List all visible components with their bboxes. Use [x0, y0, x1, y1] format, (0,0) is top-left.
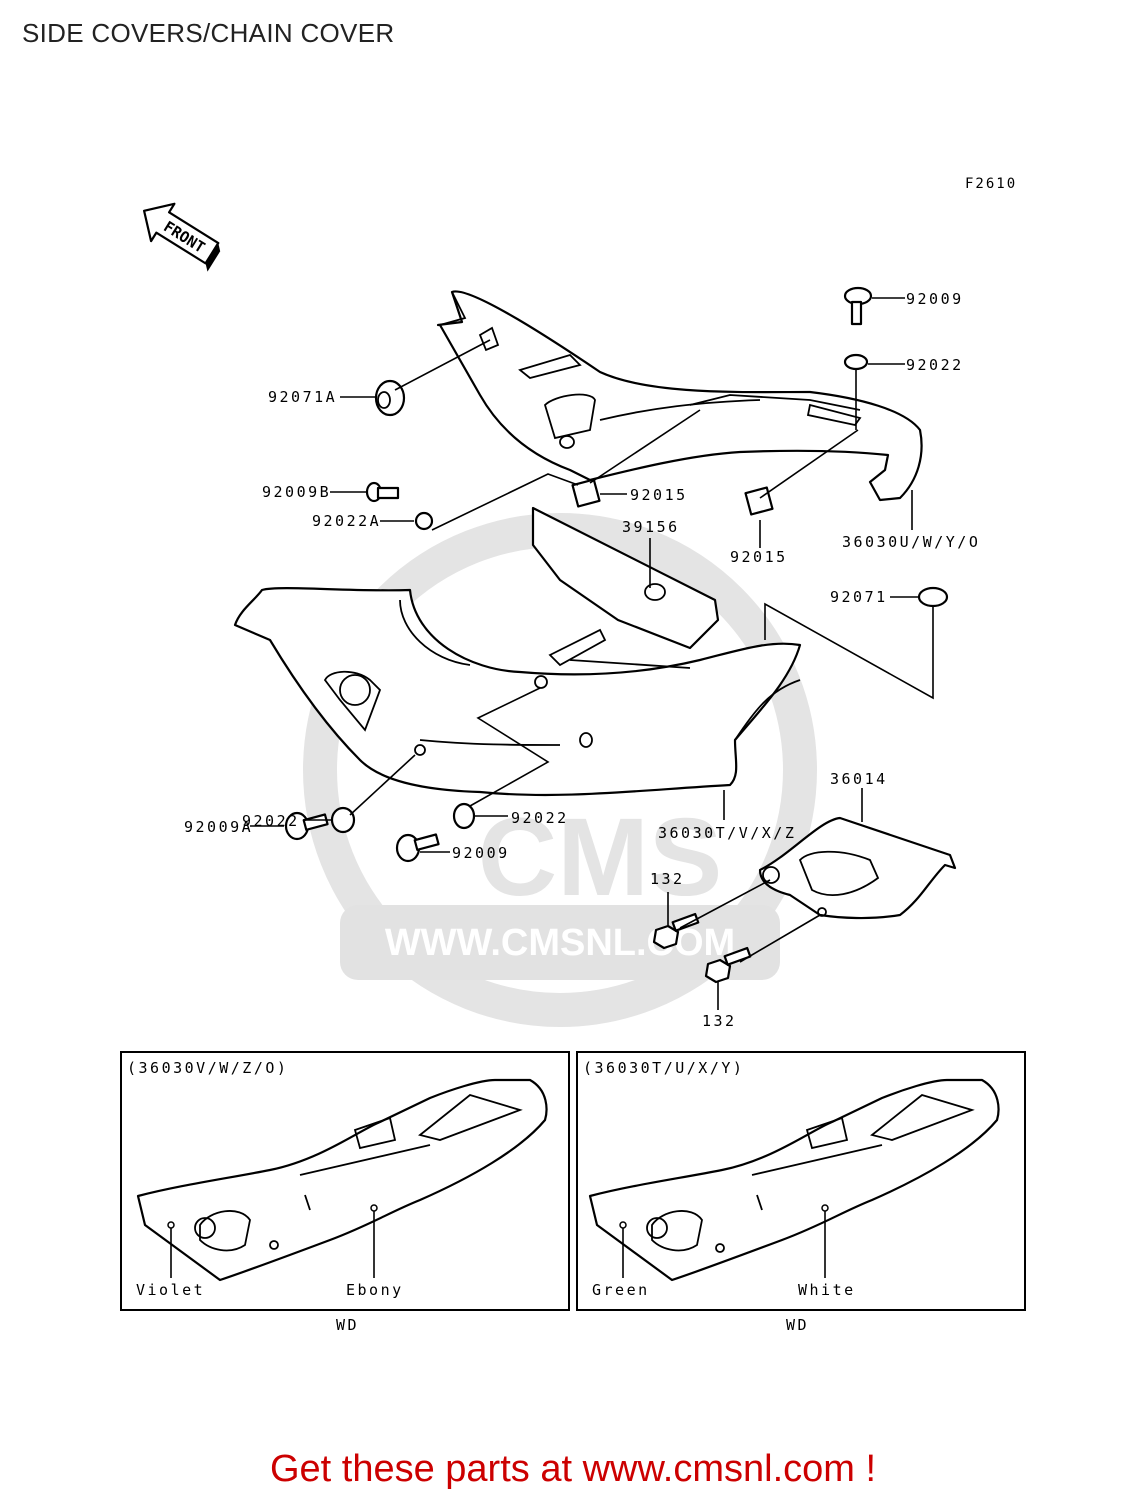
bolt-92009A-icon: [284, 811, 329, 841]
leader-lines: [250, 297, 934, 1010]
bolt-92009-mid-icon: [395, 833, 440, 863]
label-92022-mid: 92022: [511, 809, 569, 827]
figure-code: F2610: [965, 176, 1018, 192]
grommet-92071-icon: [917, 586, 949, 608]
washer-92022A-icon: [414, 511, 434, 531]
lower-side-cover: [233, 587, 802, 797]
variant-left-cover: [136, 1078, 548, 1282]
grommet-92071A-icon: [374, 379, 406, 417]
washer-92022-left-icon: [330, 806, 356, 834]
label-92009-top: 92009: [906, 290, 964, 308]
watermark-bar: [340, 905, 780, 980]
variant-box-left: (36030V/W/Z/O) Violet Ebony WD: [120, 1051, 570, 1334]
label-92009-mid: 92009: [452, 844, 510, 862]
washer-92022-mid-icon: [452, 802, 476, 830]
label-92022-top: 92022: [906, 356, 964, 374]
variant-left-color-1: Violet: [136, 1281, 205, 1299]
variant-box-right: (36030T/U/X/Y) Green White WD: [576, 1051, 1026, 1334]
label-92071: 92071: [830, 588, 888, 606]
label-92015-b: 92015: [730, 548, 788, 566]
label-92022A: 92022A: [312, 512, 381, 530]
upper-side-cover: [436, 290, 923, 502]
label-92071A: 92071A: [268, 388, 337, 406]
label-92022-left: 92022: [242, 812, 300, 830]
bolt-92009-top-icon: [843, 286, 873, 326]
label-132-b: 132: [702, 1012, 737, 1030]
variant-left-color-2: Ebony: [346, 1281, 404, 1299]
label-36014: 36014: [830, 770, 888, 788]
label-36030TVXZ: 36030T/V/X/Z: [658, 824, 796, 842]
variant-right-cover: [588, 1078, 1000, 1282]
label-92009A: 92009A: [184, 818, 253, 836]
washer-92022-top-icon: [843, 353, 869, 371]
variant-right-color-1: Green: [592, 1281, 650, 1299]
variant-right-footer: WD: [786, 1316, 809, 1334]
bolt-132-b-icon: [704, 946, 752, 984]
label-92009B: 92009B: [262, 483, 331, 501]
label-39156: 39156: [622, 518, 680, 536]
label-132-a: 132: [650, 870, 685, 888]
label-36030UWYO: 36030U/W/Y/O: [842, 533, 980, 551]
watermark-logo: CMS: [478, 796, 722, 919]
get-parts-link[interactable]: Get these parts at www.cmsnl.com !: [269, 1448, 877, 1490]
bolt-132-a-icon: [652, 912, 700, 950]
nut-92015-a-icon: [571, 478, 601, 508]
screw-92009B-icon: [365, 481, 400, 503]
page-title: SIDE COVERS/CHAIN COVER: [22, 18, 395, 48]
front-arrow-icon: FRONT: [142, 202, 221, 272]
variant-right-color-2: White: [798, 1281, 856, 1299]
label-92015-a: 92015: [630, 486, 688, 504]
variant-left-footer: WD: [336, 1316, 359, 1334]
variant-left-header: (36030V/W/Z/O): [127, 1059, 288, 1077]
variant-right-header: (36030T/U/X/Y): [583, 1059, 744, 1077]
